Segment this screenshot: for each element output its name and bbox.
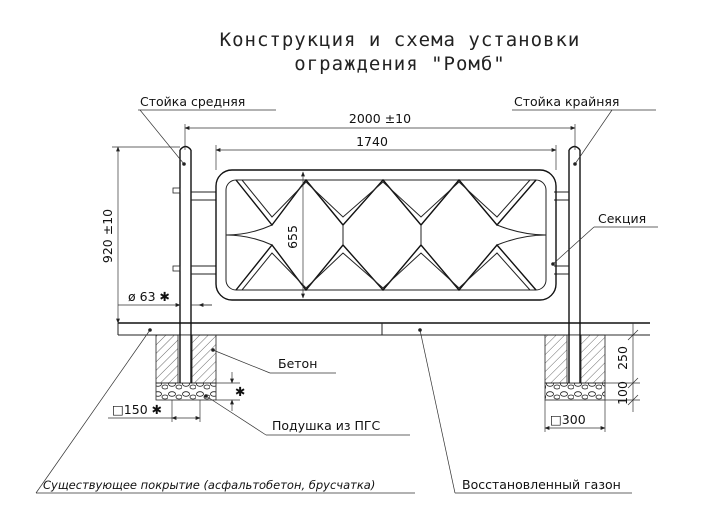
dim-depth-250: 250 (615, 346, 630, 370)
foundation-right (544, 334, 606, 401)
label-post-end: Стойка крайняя (514, 94, 619, 109)
title-line-2: ограждения "Ромб" (294, 53, 505, 75)
callout-restored-lawn: Восстановленный газон (418, 328, 632, 494)
dim-post-150: □150 ✱ (108, 400, 201, 422)
dim-section-height-label: 655 (285, 225, 300, 249)
callout-cushion: Подушка из ПГС (204, 394, 410, 436)
dim-span: 2000 ±10 (184, 111, 576, 150)
callout-post-end: Стойка крайняя (512, 94, 656, 166)
dim-section-width-label: 1740 (356, 134, 388, 149)
dim-span-label: 2000 ±10 (349, 111, 411, 126)
dim-cushion-thickness: ✱ (216, 372, 245, 411)
fence-section (215, 169, 557, 301)
dim-section-width: 1740 (215, 134, 557, 170)
dim-post-height-label: 920 ±10 (100, 209, 115, 263)
label-cushion: Подушка из ПГС (272, 418, 380, 433)
dim-post-300: □300 (544, 400, 606, 432)
dim-depth-100: 100 (615, 381, 630, 405)
callout-section: Секция (551, 211, 658, 266)
dim-section-height: 655 (285, 171, 305, 299)
label-section: Секция (598, 211, 646, 226)
dim-cushion-star: ✱ (235, 384, 245, 399)
label-existing-surface: Существующее покрытие (асфальтобетон, бр… (43, 478, 375, 492)
label-post-middle: Стойка средняя (140, 94, 245, 109)
dim-pipe-diameter-label: ø 63 ✱ (128, 289, 170, 304)
dim-post-height: 920 ±10 (100, 146, 180, 324)
label-concrete: Бетон (278, 356, 317, 371)
dim-post-150-label: □150 ✱ (112, 402, 162, 417)
foundation-left (155, 334, 217, 401)
callout-existing-surface: Существующее покрытие (асфальтобетон, бр… (35, 328, 415, 494)
dim-post-300-label: □300 (550, 412, 586, 427)
callout-post-middle: Стойка средняя (138, 94, 276, 166)
label-restored-lawn: Восстановленный газон (462, 477, 621, 492)
title-line-1: Конструкция и схема установки (220, 29, 581, 51)
ground-surface (117, 322, 650, 336)
dim-pipe-diameter: ø 63 ✱ (118, 289, 212, 307)
dim-depths: 250 100 (605, 323, 640, 412)
callout-concrete: Бетон (211, 348, 336, 374)
